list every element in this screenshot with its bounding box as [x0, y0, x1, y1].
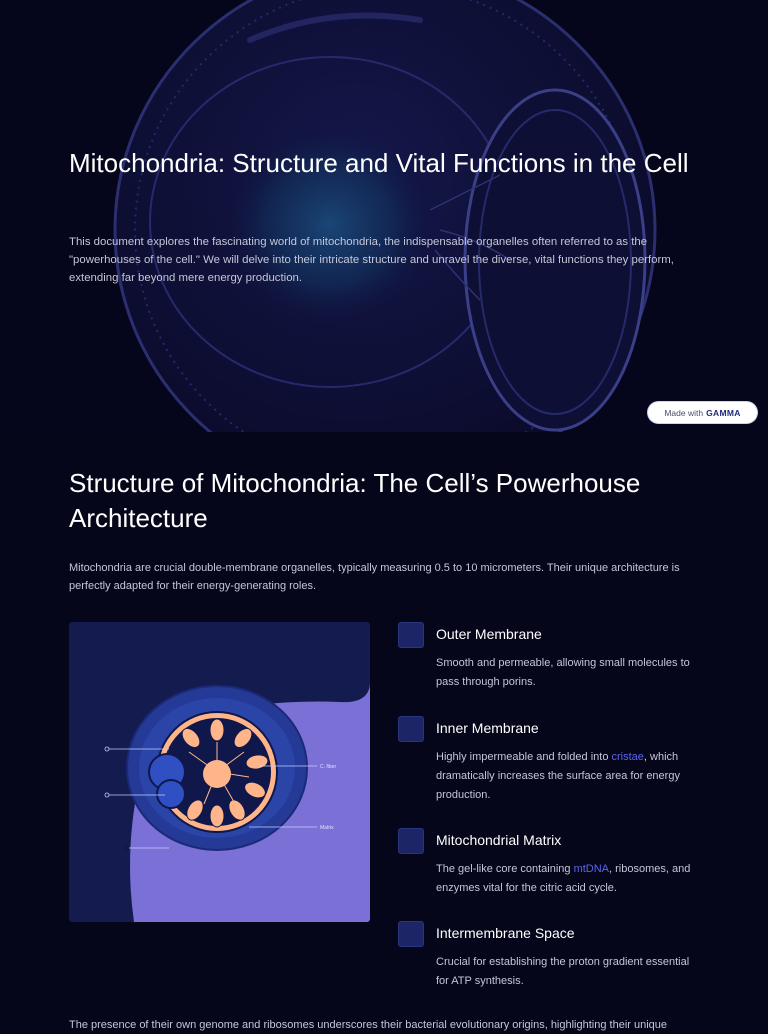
feature-marker: [398, 828, 424, 854]
diagram-label-cfiber: C. fiber: [320, 764, 336, 770]
feature-marker: [398, 716, 424, 742]
hero-section: Mitochondria: Structure and Vital Functi…: [0, 0, 768, 432]
diagram-label-matrix: Matrix: [320, 825, 334, 831]
feature-marker: [398, 921, 424, 947]
section-intro-text: Mitochondria are crucial double-membrane…: [69, 562, 680, 592]
mitochondria-diagram: C. fiber Matrix: [69, 622, 370, 922]
feature-marker: [398, 622, 424, 648]
feature-description: Highly impermeable and folded into crist…: [436, 751, 680, 801]
made-with-gamma-badge[interactable]: Made with GAMMA: [648, 402, 757, 423]
feature-title: Intermembrane Space: [436, 925, 575, 941]
footer-text: The presence of their own genome and rib…: [69, 1019, 668, 1031]
hero-intro-text: This document explores the fascinating w…: [69, 236, 674, 284]
feature-title: Mitochondrial Matrix: [436, 832, 562, 848]
mitochondria-cross-section-illustration: C. fiber Matrix: [69, 622, 370, 922]
mtdna-link[interactable]: mtDNA: [573, 863, 610, 875]
feature-title: Outer Membrane: [436, 626, 542, 642]
gamma-logo: GAMMA: [706, 407, 741, 418]
section-title: Structure of Mitochondria: The Cell’s Po…: [69, 468, 641, 533]
badge-prefix: Made with: [664, 407, 704, 418]
page-title: Mitochondria: Structure and Vital Functi…: [69, 148, 689, 178]
feature-description: Smooth and permeable, allowing small mol…: [436, 657, 690, 688]
cristae-link[interactable]: cristae: [611, 751, 644, 763]
feature-title: Inner Membrane: [436, 720, 539, 736]
hero-cell-illustration: [113, 0, 657, 432]
feature-description: The gel-like core containing mtDNA, ribo…: [436, 863, 691, 894]
feature-description: Crucial for establishing the proton grad…: [436, 956, 690, 987]
